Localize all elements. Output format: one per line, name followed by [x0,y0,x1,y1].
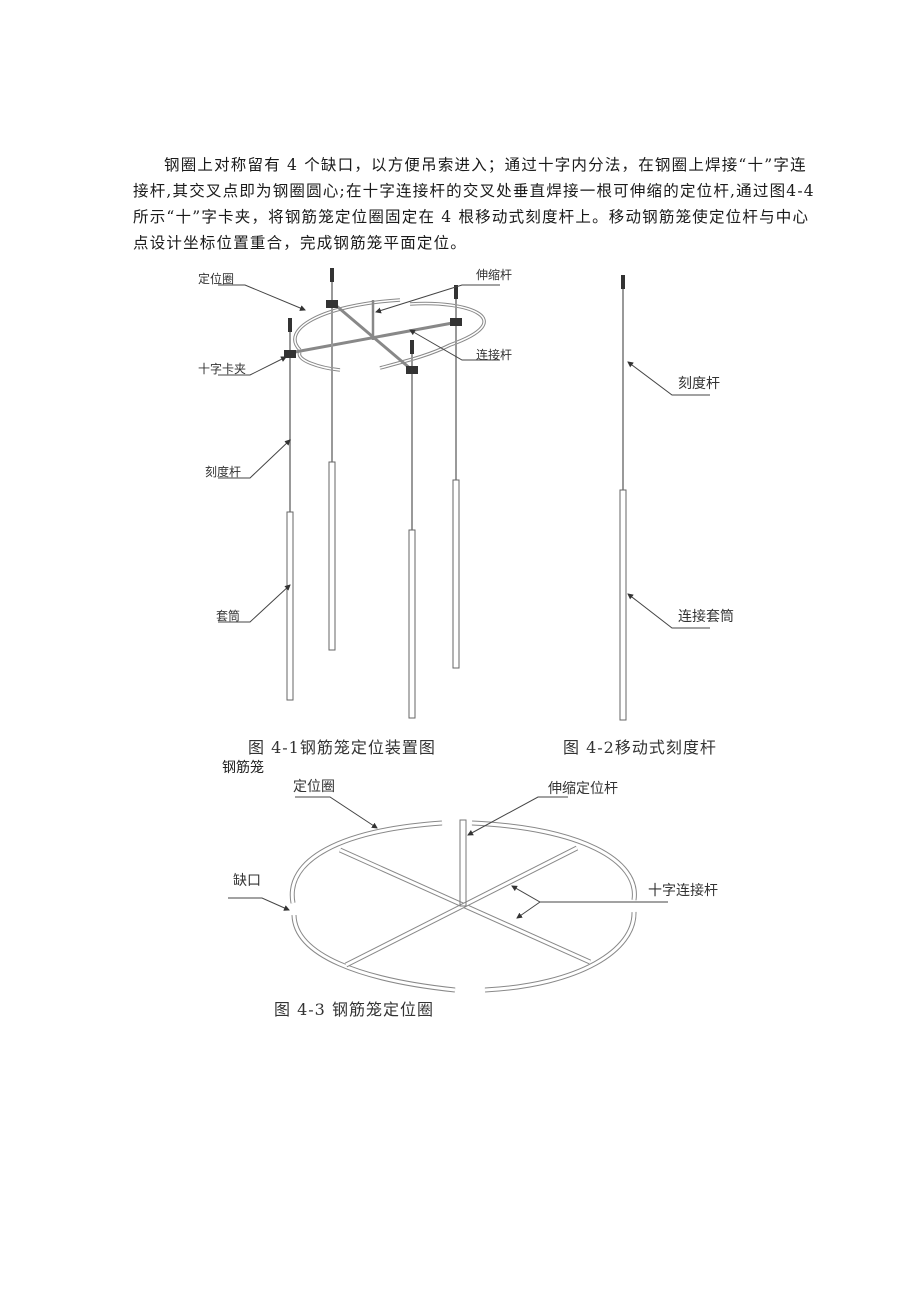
label-connecting-sleeve: 连接套筒 [678,609,734,625]
paragraph-line-2: 接杆,其交叉点即为钢圈圆心;在十字连接杆的交叉处垂直焊接一根可伸缩的定位杆,通过… [133,182,815,200]
label-scale-rod: 刻度杆 [205,465,242,479]
figure-4-3-drawing [228,796,668,993]
label-connecting-rod: 连接杆 [476,348,513,362]
label-scale-rod-2: 刻度杆 [678,376,720,392]
paragraph-line-3: 所示“十”字卡夹，将钢筋笼定位圈固定在 4 根移动式刻度杆上。移动钢筋笼使定位杆… [133,208,810,226]
label-telescopic-rod: 伸缩杆 [476,268,513,282]
figure-4-3-title-above: 钢筋笼 [222,760,264,776]
label-positioning-ring: 定位圈 [198,272,235,286]
label-cross-clamp: 十字卡夹 [198,362,247,376]
figure-4-3-caption: 图 4-3 钢筋笼定位圈 [274,1000,434,1019]
label-sleeve: 套筒 [216,609,241,623]
paragraph-line-1: 钢圈上对称留有 4 个缺口，以方便吊索进入；通过十字内分法，在钢圈上焊接“十”字… [164,156,807,174]
label-telescopic-positioning-rod: 伸缩定位杆 [548,781,618,797]
paragraph-line-4: 点设计坐标位置重合，完成钢筋笼平面定位。 [133,234,468,252]
label-gap: 缺口 [233,873,261,889]
figure-4-1-drawing [218,268,500,719]
figure-4-2-caption: 图 4-2移动式刻度杆 [563,738,717,757]
figure-4-2-drawing [619,275,710,721]
figure-4-1-caption: 图 4-1钢筋笼定位装置图 [248,738,436,757]
label-positioning-ring-2: 定位圈 [293,779,335,795]
label-cross-connecting-rod: 十字连接杆 [648,883,718,899]
body-paragraph: 钢圈上对称留有 4 个缺口，以方便吊索进入；通过十字内分法，在钢圈上焊接“十”字… [133,152,833,256]
